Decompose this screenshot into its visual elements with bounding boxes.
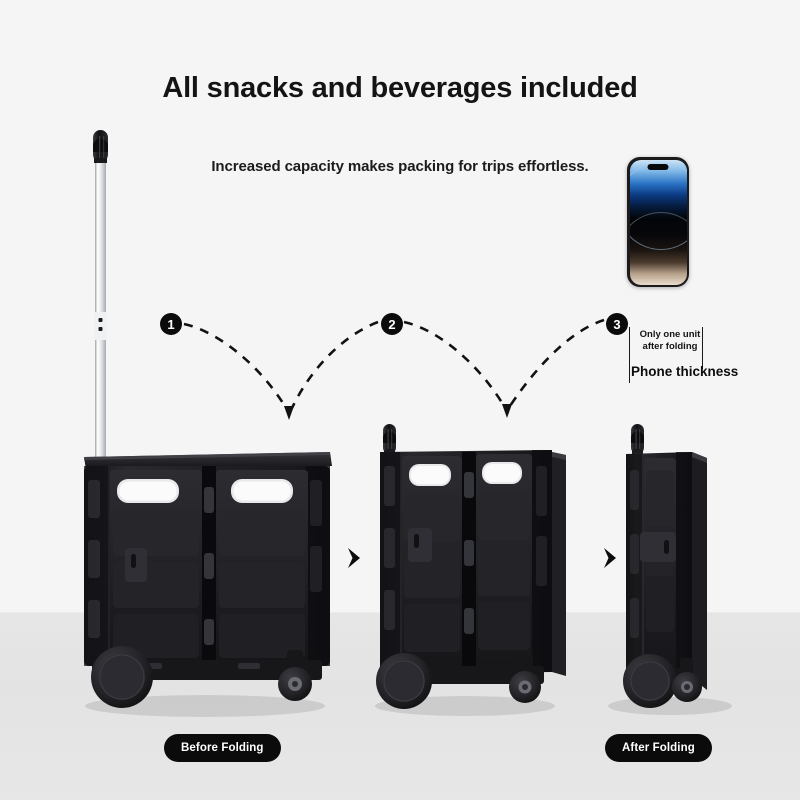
step-badge-2: 2 <box>381 313 403 335</box>
telescoping-handle-retracted-mid <box>383 424 397 456</box>
page-headline: All snacks and beverages included <box>162 72 638 104</box>
step-badge-2-number: 2 <box>388 316 396 332</box>
phone-screen <box>629 159 687 285</box>
only-one-unit-callout: Only one unit after folding <box>634 329 706 353</box>
wheel-caster-right <box>278 650 312 701</box>
wheel-caster-right-folded <box>672 658 702 702</box>
phone-wallpaper-arc-lower <box>629 211 687 285</box>
chevron-right-icon-1 <box>348 548 360 568</box>
phone-dynamic-island <box>647 163 669 170</box>
only-one-unit-line-2: after folding <box>642 341 698 353</box>
after-folding-label: After Folding <box>622 742 695 754</box>
step-badge-1-number: 1 <box>167 316 175 332</box>
cart-midfold-group <box>375 424 566 716</box>
after-folding-pill: After Folding <box>605 734 712 762</box>
measurement-line-right <box>702 327 704 369</box>
cart-unfolded-group <box>84 130 332 717</box>
wheel-large-left <box>91 646 153 708</box>
step-badge-3-number: 3 <box>613 316 621 332</box>
step-badge-1: 1 <box>160 313 182 335</box>
wheel-caster-right-mid <box>509 656 541 703</box>
wheel-large-left-mid <box>376 653 432 709</box>
cart-folded-group <box>608 424 732 715</box>
telescoping-handle-extended <box>93 130 108 458</box>
phone-reference-mockup <box>627 157 689 287</box>
telescoping-handle-retracted-folded <box>631 424 644 456</box>
page-subheadline: Increased capacity makes packing for tri… <box>211 158 589 175</box>
phone-thickness-label: Phone thickness <box>631 364 739 379</box>
step-badge-3: 3 <box>606 313 628 335</box>
before-folding-label: Before Folding <box>181 742 264 754</box>
before-folding-pill: Before Folding <box>164 734 281 762</box>
chevron-right-icon-2 <box>604 548 616 568</box>
measurement-line-left <box>629 327 631 383</box>
wheel-large-left-folded <box>623 654 677 708</box>
only-one-unit-line-1: Only one unit <box>639 329 701 340</box>
